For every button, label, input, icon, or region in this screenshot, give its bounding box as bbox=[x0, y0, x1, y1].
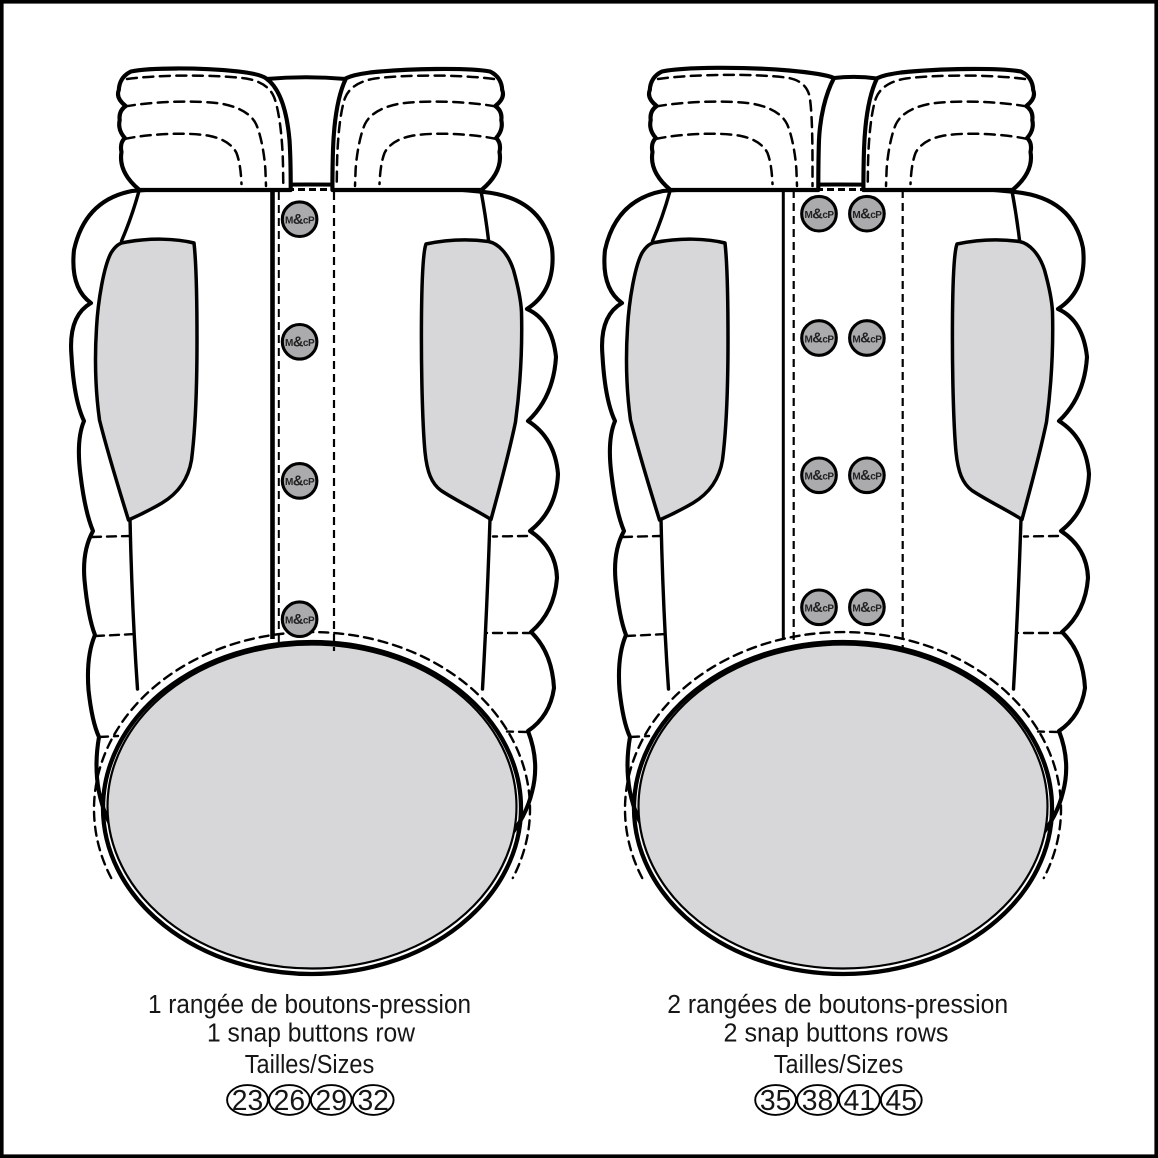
svg-text:M&cP: M&cP bbox=[285, 474, 315, 490]
svg-text:M&cP: M&cP bbox=[804, 331, 834, 347]
svg-text:M&cP: M&cP bbox=[804, 600, 834, 616]
svg-text:M&cP: M&cP bbox=[285, 335, 315, 351]
svg-text:M&cP: M&cP bbox=[852, 600, 882, 616]
svg-text:M&cP: M&cP bbox=[804, 468, 834, 484]
svg-text:M&cP: M&cP bbox=[852, 206, 882, 222]
svg-text:M&cP: M&cP bbox=[285, 612, 315, 628]
svg-text:32: 32 bbox=[357, 1085, 389, 1117]
svg-text:23: 23 bbox=[232, 1085, 264, 1117]
svg-text:41: 41 bbox=[844, 1085, 876, 1117]
svg-text:M&cP: M&cP bbox=[852, 468, 882, 484]
svg-text:1 rangée de boutons-pression: 1 rangée de boutons-pression bbox=[148, 991, 471, 1019]
svg-text:M&cP: M&cP bbox=[285, 212, 315, 228]
svg-text:45: 45 bbox=[886, 1085, 918, 1117]
svg-text:Tailles/Sizes: Tailles/Sizes bbox=[245, 1051, 375, 1079]
svg-text:1 snap buttons row: 1 snap buttons row bbox=[207, 1020, 416, 1048]
svg-text:35: 35 bbox=[760, 1085, 792, 1117]
svg-text:M&cP: M&cP bbox=[804, 206, 834, 222]
svg-text:2 snap buttons rows: 2 snap buttons rows bbox=[724, 1020, 949, 1048]
svg-text:Tailles/Sizes: Tailles/Sizes bbox=[774, 1051, 904, 1079]
svg-text:2 rangées de boutons-pression: 2 rangées de boutons-pression bbox=[667, 991, 1008, 1019]
svg-text:M&cP: M&cP bbox=[852, 331, 882, 347]
svg-text:38: 38 bbox=[802, 1085, 834, 1117]
svg-text:29: 29 bbox=[316, 1085, 348, 1117]
svg-text:26: 26 bbox=[274, 1085, 306, 1117]
